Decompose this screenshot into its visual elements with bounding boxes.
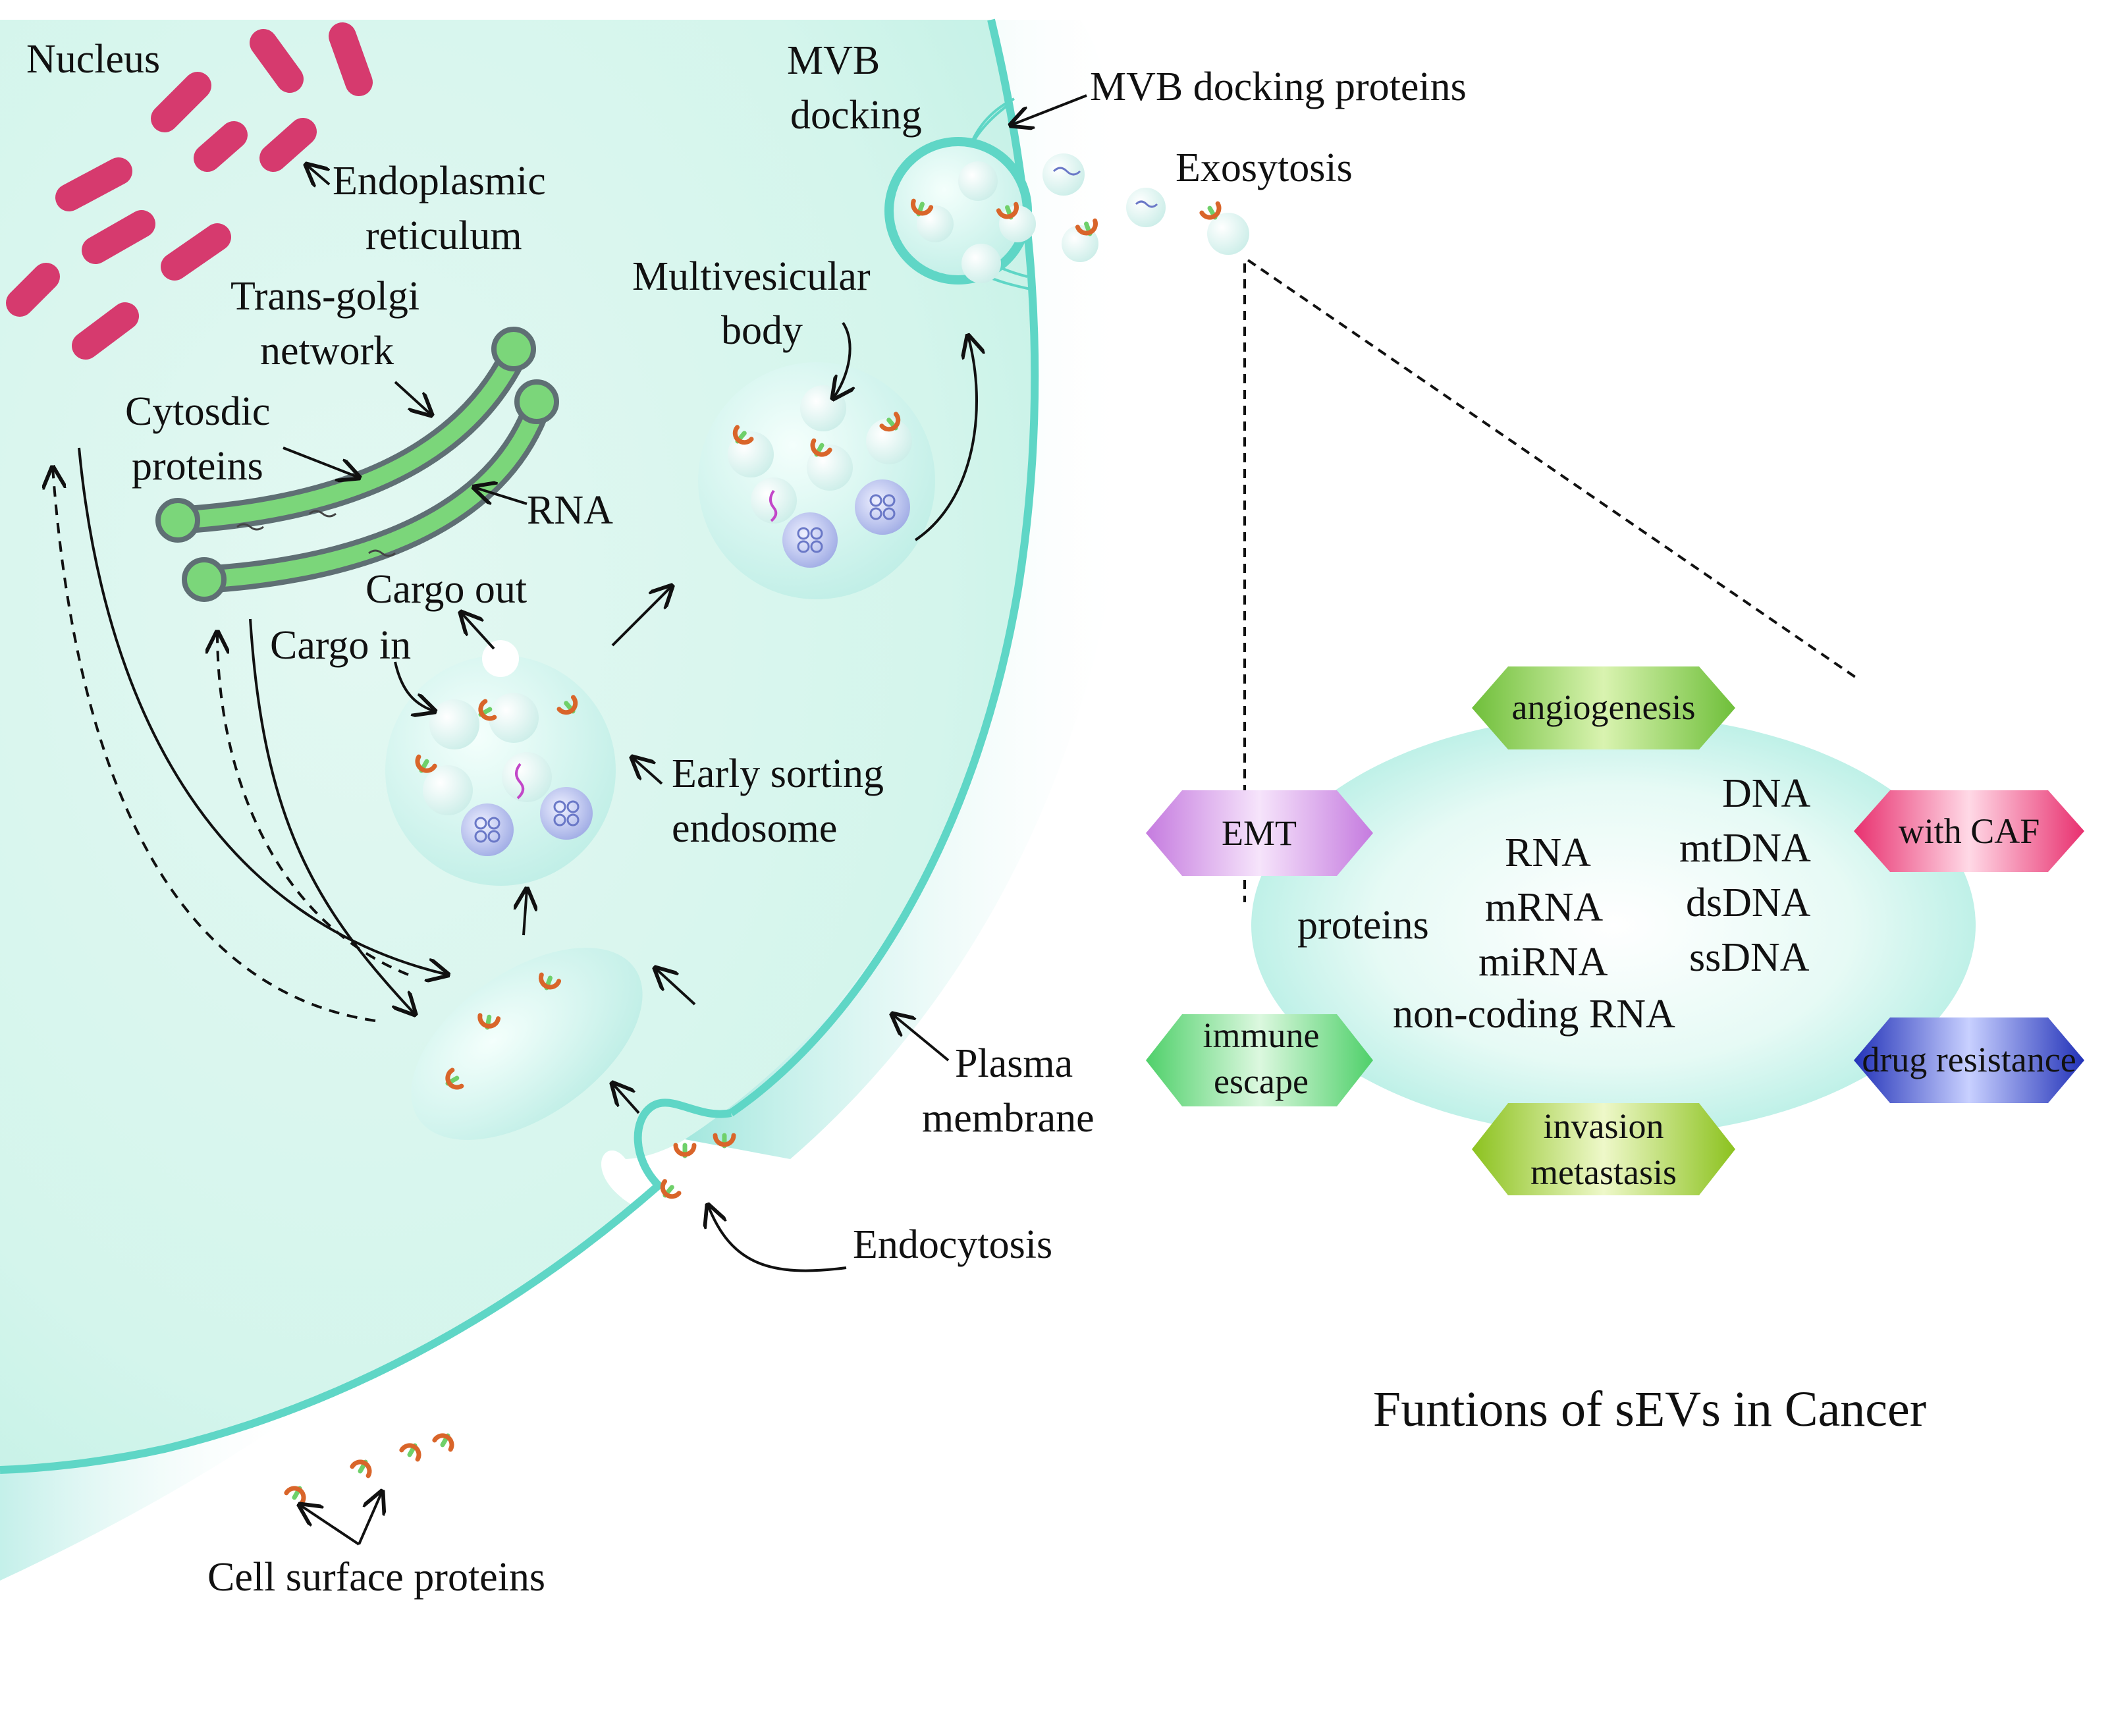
cytosolic-label-line1: Cytosdic: [125, 389, 270, 434]
endoplasmic-reticulum: [6, 22, 373, 360]
cargo-labels: proteins RNA mRNA miRNA DNA mtDNA dsDNA …: [1297, 771, 1811, 1037]
cargo-out-label: Cargo out: [365, 567, 527, 612]
with-caf-badge: [1854, 790, 2084, 872]
early-endosome-label-line2: endosome: [672, 806, 837, 851]
mvb-label-line1: Multivesicular: [632, 254, 871, 299]
function-badges: [1146, 666, 2084, 1195]
multivesicular-body: [698, 362, 935, 599]
cargo-mirna: miRNA: [1478, 940, 1608, 985]
released-exosomes: [1042, 153, 1249, 262]
endocytosis-label: Endocytosis: [853, 1222, 1052, 1267]
er-label-line1: Endoplasmic: [333, 159, 546, 203]
angiogenesis-badge: [1472, 666, 1735, 749]
tgn-label-line1: Trans-golgi: [230, 274, 419, 319]
invasion-label-line1: invasion: [1544, 1106, 1664, 1146]
cytosolic-label-line2: proteins: [132, 444, 263, 489]
membrane-halo-bottom: [0, 1409, 303, 1581]
angiogenesis-label: angiogenesis: [1512, 688, 1696, 727]
early-sorting-endosome: [385, 640, 616, 886]
invasion-metastasis-badge: [1472, 1103, 1735, 1195]
trafficking-arrows: [53, 447, 448, 1022]
cargo-mrna: mRNA: [1485, 885, 1603, 930]
endocytic-vesicle: [411, 948, 643, 1140]
plasma-membrane-lower: [0, 1099, 732, 1474]
trans-golgi-network: [155, 327, 559, 602]
cargo-ssdna: ssDNA: [1689, 935, 1810, 980]
cargo-noncoding-rna: non-coding RNA: [1393, 992, 1675, 1037]
exosytosis-label: Exosytosis: [1176, 146, 1353, 190]
nucleus-label: Nucleus: [26, 37, 160, 82]
cargo-mtdna: mtDNA: [1679, 826, 1811, 871]
cargo-proteins: proteins: [1297, 903, 1429, 948]
er-label-line2: reticulum: [365, 213, 522, 258]
zoom-lines: [1243, 259, 1858, 902]
cargo-dna: DNA: [1722, 771, 1811, 816]
mvb-docking-label-line1: MVB: [787, 38, 880, 83]
mvb-label-line2: body: [721, 308, 803, 353]
mvb-docking-label-line2: docking: [790, 93, 922, 138]
rna-label: RNA: [527, 488, 613, 533]
mvb-docking: [884, 97, 1036, 291]
cell-surface-receptors: [286, 1431, 456, 1502]
immune-label-line1: immune: [1203, 1016, 1320, 1055]
membrane-halo: [685, 20, 1134, 1159]
emt-label: EMT: [1222, 813, 1297, 853]
cell-labels: Nucleus Endoplasmic reticulum Trans-golg…: [26, 37, 1467, 1600]
tgn-label-line2: network: [260, 329, 394, 373]
cargo-dsdna: dsDNA: [1686, 881, 1811, 925]
sev-cargo-oval: [1251, 715, 1976, 1136]
label-pointers: [283, 94, 1087, 1546]
immune-label-line2: escape: [1214, 1062, 1309, 1101]
mvb-docking-proteins-label: MVB docking proteins: [1090, 65, 1467, 109]
pathway-arrows: [461, 321, 977, 1114]
immune-escape-badge: [1146, 1014, 1373, 1106]
drug-resistance-label: drug resistance: [1862, 1040, 2076, 1079]
plasma-membrane-label-line1: Plasma: [955, 1041, 1073, 1086]
cargo-rna: RNA: [1505, 830, 1591, 875]
with-caf-label: with CAF: [1899, 811, 2040, 851]
cargo-in-label: Cargo in: [270, 623, 411, 668]
drug-resistance-badge: [1854, 1017, 2084, 1103]
figure-title: Funtions of sEVs in Cancer: [1373, 1382, 1926, 1437]
invasion-label-line2: metastasis: [1530, 1153, 1677, 1192]
badge-labels: angiogenesis EMT with CAF immune escape …: [1203, 688, 2076, 1192]
plasma-membrane-label-line2: membrane: [922, 1096, 1095, 1141]
cell-surface-proteins-label: Cell surface proteins: [207, 1555, 545, 1600]
early-endosome-label-line1: Early sorting: [672, 751, 884, 796]
emt-badge: [1146, 790, 1373, 876]
